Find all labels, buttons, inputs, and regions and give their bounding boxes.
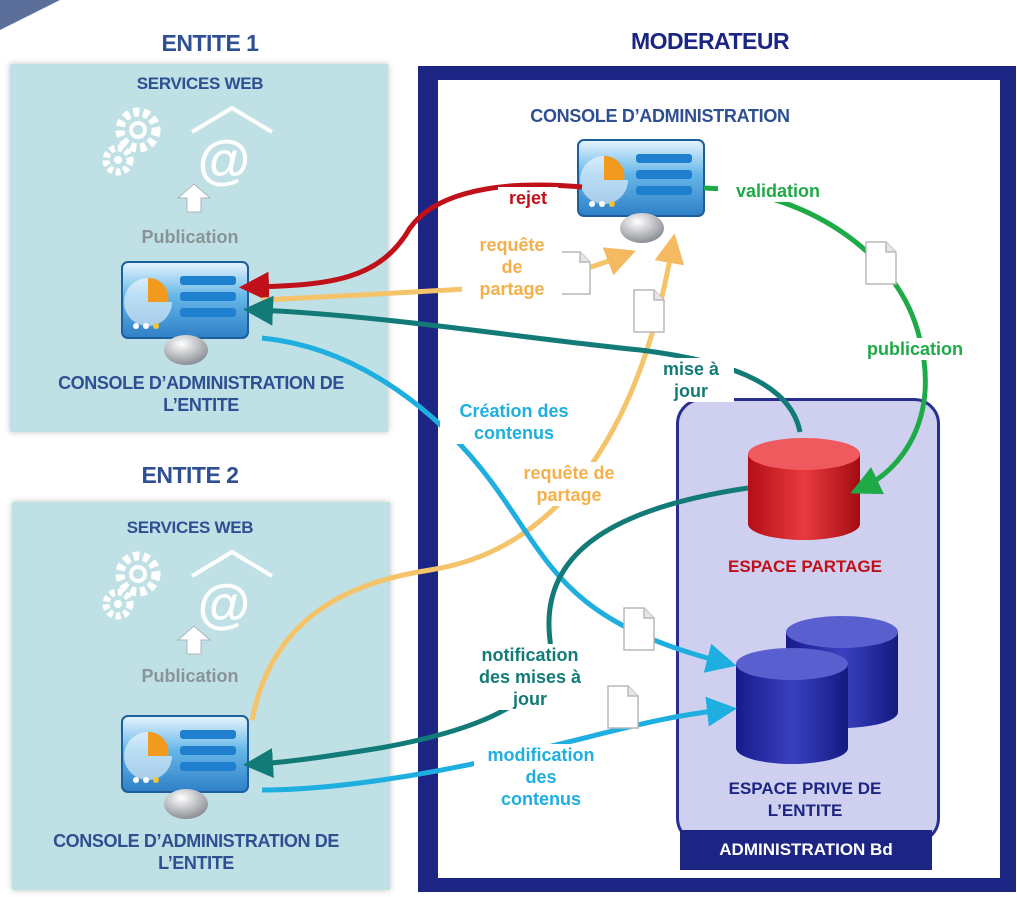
- espace-partage-label: ESPACE PARTAGE: [728, 557, 882, 576]
- requete2-line1: requête de: [523, 463, 615, 483]
- entite2-publication-label: Publication: [141, 666, 239, 686]
- entite1-console-line2: L’ENTITE: [163, 395, 239, 415]
- mise-a-jour-line1: mise à: [662, 359, 720, 379]
- validation-publication-arrow: [703, 185, 928, 495]
- notification-line2: des mises à: [478, 667, 582, 687]
- entite1-publication-label: Publication: [141, 227, 239, 247]
- espace-prive-line1: ESPACE PRIVE DE: [728, 779, 882, 798]
- entite2-title: ENTITE 2: [141, 462, 239, 488]
- entite2-services-web: SERVICES WEB: [126, 518, 254, 537]
- document-icon-modification: [607, 685, 639, 729]
- entite1-console-icon: [121, 261, 249, 366]
- notification-line3: jour: [513, 689, 547, 709]
- requete-partage-line1: requête: [479, 235, 545, 255]
- admin-bd-label: ADMINISTRATION Bd: [680, 830, 932, 870]
- document-icon-creation: [623, 607, 655, 651]
- rejet-arrow: [239, 182, 583, 302]
- moderateur-console-icon: [577, 139, 705, 244]
- entite1-publication-arrow-icon: [176, 183, 212, 213]
- creation-line1: Création des: [459, 401, 569, 421]
- espace-partage-database-icon: [748, 438, 860, 540]
- rejet-label: rejet: [498, 187, 558, 209]
- corner-decoration: [0, 0, 60, 30]
- creation-line2: contenus: [473, 423, 554, 443]
- entite2-panel: [12, 502, 390, 890]
- moderateur-title: MODERATEUR: [630, 28, 790, 54]
- espace-prive-label: ESPACE PRIVE DE L’ENTITE: [680, 778, 930, 822]
- espace-prive-line2: L’ENTITE: [767, 801, 843, 820]
- modification-line2: des: [525, 767, 557, 787]
- modification-line3: contenus: [500, 789, 581, 809]
- notification-label: notification des mises à jour: [466, 644, 594, 710]
- validation-label: validation: [718, 180, 838, 202]
- mise-a-jour-arrow: [243, 295, 803, 433]
- entite2-console-line2: L’ENTITE: [158, 853, 234, 873]
- espace-prive-database-icon: [736, 616, 898, 764]
- publication-label: publication: [846, 338, 984, 360]
- entite1-title: ENTITE 1: [161, 30, 259, 56]
- document-icon-validation: [865, 241, 897, 285]
- requete-partage-label-2: requête de partage: [516, 462, 622, 506]
- notification-arrow: [243, 485, 749, 779]
- entite2-console-line1: CONSOLE D’ADMINISTRATION DE: [53, 831, 339, 851]
- modification-contenus-label: modification des contenus: [474, 744, 608, 810]
- document-icon-requete: [559, 251, 591, 295]
- requete-partage-arrow-2: [249, 233, 685, 721]
- document-icon-requete-2: [633, 289, 665, 333]
- requete-partage-label-1: requête de partage: [462, 234, 562, 300]
- entite1-services-web: SERVICES WEB: [136, 74, 264, 93]
- requete-partage-line3: partage: [479, 279, 545, 299]
- entite1-console-label: CONSOLE D’ADMINISTRATION DE L’ENTITE: [12, 372, 390, 416]
- entite1-console-line1: CONSOLE D’ADMINISTRATION DE: [58, 373, 344, 393]
- mise-a-jour-line2: jour: [674, 381, 708, 401]
- moderateur-console-label: CONSOLE D’ADMINISTRATION: [530, 106, 790, 126]
- creation-contenus-label: Création des contenus: [440, 400, 588, 444]
- entite2-console-label: CONSOLE D’ADMINISTRATION DE L’ENTITE: [0, 830, 392, 874]
- entite2-services-icon: [106, 552, 272, 634]
- requete2-line2: partage: [536, 485, 602, 505]
- modification-line1: modification: [487, 745, 595, 765]
- entite1-services-icon: [106, 108, 272, 190]
- entite1-panel: [10, 64, 388, 432]
- requete-partage-line2: de: [501, 257, 523, 277]
- entite2-console-icon: [121, 715, 249, 820]
- notification-line1: notification: [481, 645, 579, 665]
- creation-contenus-arrow: [261, 335, 737, 673]
- mise-a-jour-label: mise à jour: [648, 358, 734, 402]
- entite2-publication-arrow-icon: [176, 625, 212, 655]
